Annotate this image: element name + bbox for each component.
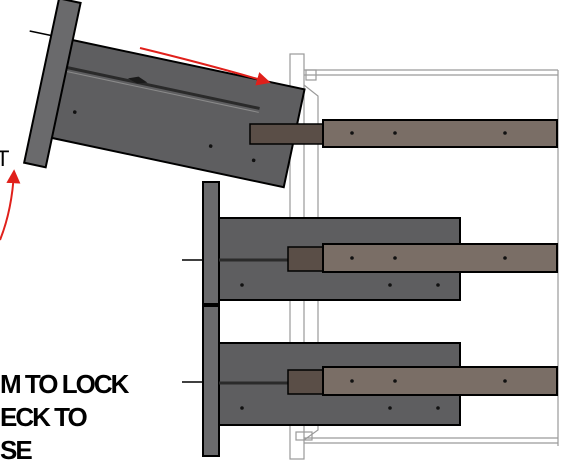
edge-text-fragment: T [0, 146, 10, 171]
drawer-bottom [182, 305, 558, 457]
drawer-bottom-front-panel [202, 305, 220, 457]
rail-middle-hole-1 [350, 256, 354, 260]
slide-rail-bottom-inner [287, 369, 326, 395]
drawer-bottom-screw-1 [240, 406, 244, 410]
drawer-middle-front-panel [202, 181, 220, 305]
rail-middle-hole-3 [503, 256, 507, 260]
rail-bottom-hole-1 [350, 379, 354, 383]
lift-arrow [0, 169, 21, 241]
cabinet-hinge-bottom [295, 431, 313, 441]
rail-top-hole-2 [393, 131, 397, 135]
slide-rail-bottom-outer [322, 366, 558, 396]
drawer-tilted-screw-1 [72, 110, 77, 114]
slide-rail-middle-outer [322, 243, 558, 273]
rail-top-hole-3 [503, 131, 507, 135]
drawer-tilted [22, 0, 306, 189]
rail-top-hole-1 [350, 131, 354, 135]
rail-bottom-hole-3 [503, 379, 507, 383]
slide-rail-top [249, 119, 558, 148]
drawer-tilted-screw-3 [251, 158, 256, 163]
drawer-tilted-rail-slot-light [63, 70, 259, 113]
instruction-line-2: ECK TO [0, 402, 88, 432]
drawer-tilted-front-panel [22, 0, 82, 169]
rail-middle-hole-2 [393, 256, 397, 260]
tilt-arrow [139, 47, 271, 86]
drawer-tilted-screw-2 [208, 144, 213, 148]
drawer-tilted-latch-icon [127, 76, 148, 84]
drawer-bottom-screw-2 [388, 406, 392, 410]
drawer-middle [182, 181, 558, 305]
cabinet-hinge-top [305, 69, 317, 81]
slide-rail-top-inner [249, 123, 326, 145]
drawer-tilted-box [47, 38, 306, 189]
drawer-middle-screw-1 [240, 283, 244, 287]
instruction-line-1: M TO LOCK [0, 369, 129, 399]
drawer-middle-screw-2 [388, 283, 392, 287]
drawer-bottom-screw-3 [436, 406, 440, 410]
slide-rail-top-outer [322, 119, 558, 148]
slide-rail-middle-inner [287, 246, 326, 272]
drawer-middle-screw-3 [436, 283, 440, 287]
drawer-tilted-rail-slot [63, 65, 260, 110]
instruction-line-3: SE [0, 435, 33, 465]
drawer-tilted-knob [29, 30, 52, 37]
rail-bottom-hole-2 [393, 379, 397, 383]
